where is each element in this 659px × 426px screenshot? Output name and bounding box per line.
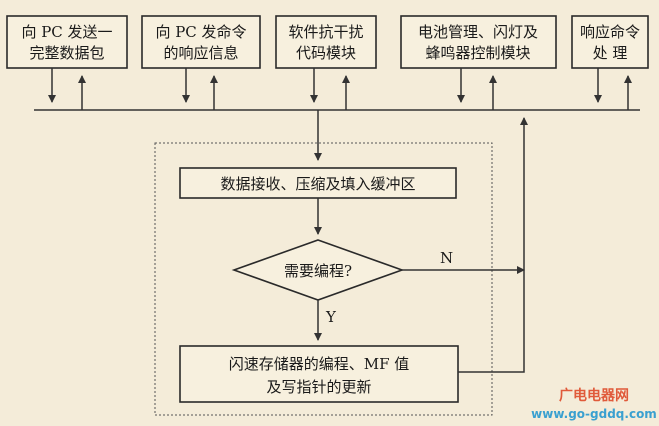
decision-diamond: 需要编程? [231,239,405,301]
return-to-bus-line [458,117,528,373]
module-command-handler-line1: 响应命令 [580,23,640,41]
watermark-brand: 广电电器网 [559,387,629,404]
module-command-handler-line2: 处 理 [593,44,628,62]
module-anti-interference-line2: 代码模块 [296,44,356,62]
module-send-packet: 向 PC 发送一 完整数据包 [6,15,128,69]
receive-box: 数据接收、压缩及填入缓冲区 [179,167,457,199]
no-label: N [440,249,453,267]
module-send-packet-line2: 完整数据包 [29,44,104,62]
module-battery-control-line2: 蜂鸣器控制模块 [425,44,530,62]
site-watermark: 广电电器网 www.go-gddq.com [531,387,657,421]
yes-label: Y [325,308,337,326]
bus-connectors [48,68,632,110]
module-command-response-line1: 向 PC 发命令 [155,23,246,41]
module-anti-interference-line1: 软件抗干扰 [288,23,363,41]
module-command-response-line2: 的响应信息 [163,44,238,62]
decision-label: 需要编程? [284,262,352,280]
module-send-packet-line1: 向 PC 发送一 [21,23,112,41]
module-battery-control-line1: 电池管理、闪灯及 [418,23,538,41]
module-command-handler: 响应命令 处 理 [571,15,649,69]
receive-label: 数据接收、压缩及填入缓冲区 [220,175,415,193]
module-command-response: 向 PC 发命令 的响应信息 [141,15,261,69]
watermark-url: www.go-gddq.com [531,407,657,421]
module-battery-control: 电池管理、闪灯及 蜂鸣器控制模块 [400,15,557,69]
module-anti-interference: 软件抗干扰 代码模块 [275,15,377,69]
update-label-line1: 闪速存储器的编程、MF 值 [229,355,410,373]
update-label-line2: 及写指针的更新 [266,378,371,396]
flow-boundary [154,142,493,416]
update-box: 闪速存储器的编程、MF 值 及写指针的更新 [179,345,459,403]
